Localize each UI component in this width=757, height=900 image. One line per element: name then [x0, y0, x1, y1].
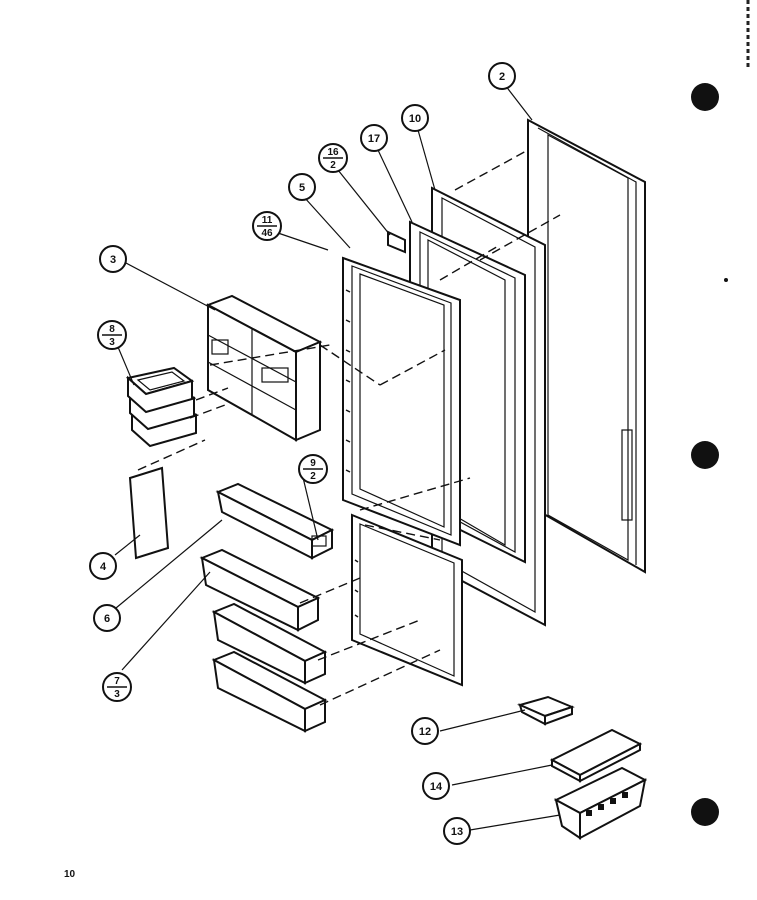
part-upper-door-bin: [215, 482, 335, 560]
callout-5: 5: [288, 173, 316, 201]
callout-11-over-46: 11 46: [252, 211, 282, 241]
part-flat-cover: [549, 728, 643, 783]
svg-text:17: 17: [368, 133, 380, 145]
callout-17: 17: [360, 124, 388, 152]
part-door-bin-2: [211, 602, 328, 685]
callout-8-over-3: 8 3: [97, 320, 127, 350]
speck: [724, 278, 728, 282]
svg-text:4: 4: [100, 561, 107, 573]
callout-14: 14: [422, 772, 450, 800]
part-door-gasket: [342, 256, 461, 547]
binder-hole-middle: [691, 441, 719, 469]
binder-hole-top: [691, 83, 719, 111]
svg-text:3: 3: [114, 689, 120, 700]
callout-13: 13: [443, 817, 471, 845]
callout-2: 2: [488, 62, 516, 90]
part-cover-panel: [128, 466, 170, 560]
svg-text:5: 5: [299, 182, 305, 194]
svg-text:11: 11: [262, 215, 273, 226]
svg-text:6: 6: [104, 613, 110, 625]
callout-7-over-3: 7 3: [102, 672, 132, 702]
callout-12: 12: [411, 717, 439, 745]
svg-text:16: 16: [327, 147, 339, 158]
part-door-bin-3: [211, 650, 328, 733]
svg-text:2: 2: [310, 471, 316, 482]
callout-16-over-2: 16 2: [318, 143, 348, 173]
part-shelf-rack: [205, 294, 323, 442]
part-ice-bucket: [553, 766, 648, 840]
part-stacked-bins: [125, 366, 199, 448]
callout-10: 10: [401, 104, 429, 132]
svg-text:14: 14: [430, 781, 443, 793]
assembly-dashed-lines: [137, 149, 561, 706]
svg-text:3: 3: [110, 254, 116, 266]
svg-text:46: 46: [261, 228, 273, 239]
svg-text:8: 8: [109, 324, 115, 335]
svg-text:2: 2: [330, 160, 336, 171]
part-lower-door-frame: [351, 513, 463, 687]
svg-text:10: 10: [409, 113, 421, 125]
callout-9-over-2: 9 2: [298, 454, 328, 484]
part-small-tray: [517, 695, 575, 726]
svg-text:3: 3: [109, 337, 115, 348]
binder-hole-bottom: [691, 798, 719, 826]
svg-text:7: 7: [114, 676, 120, 687]
page-number: 10: [64, 869, 76, 880]
callout-6: 6: [93, 604, 121, 632]
svg-text:2: 2: [499, 71, 505, 83]
part-bracket: [387, 230, 406, 254]
svg-text:12: 12: [419, 726, 431, 738]
part-door-bin-1: [199, 548, 321, 632]
callout-4: 4: [89, 552, 117, 580]
svg-text:13: 13: [451, 826, 463, 838]
svg-text:9: 9: [310, 458, 316, 469]
leader-lines: [114, 84, 561, 831]
callout-3: 3: [99, 245, 127, 273]
